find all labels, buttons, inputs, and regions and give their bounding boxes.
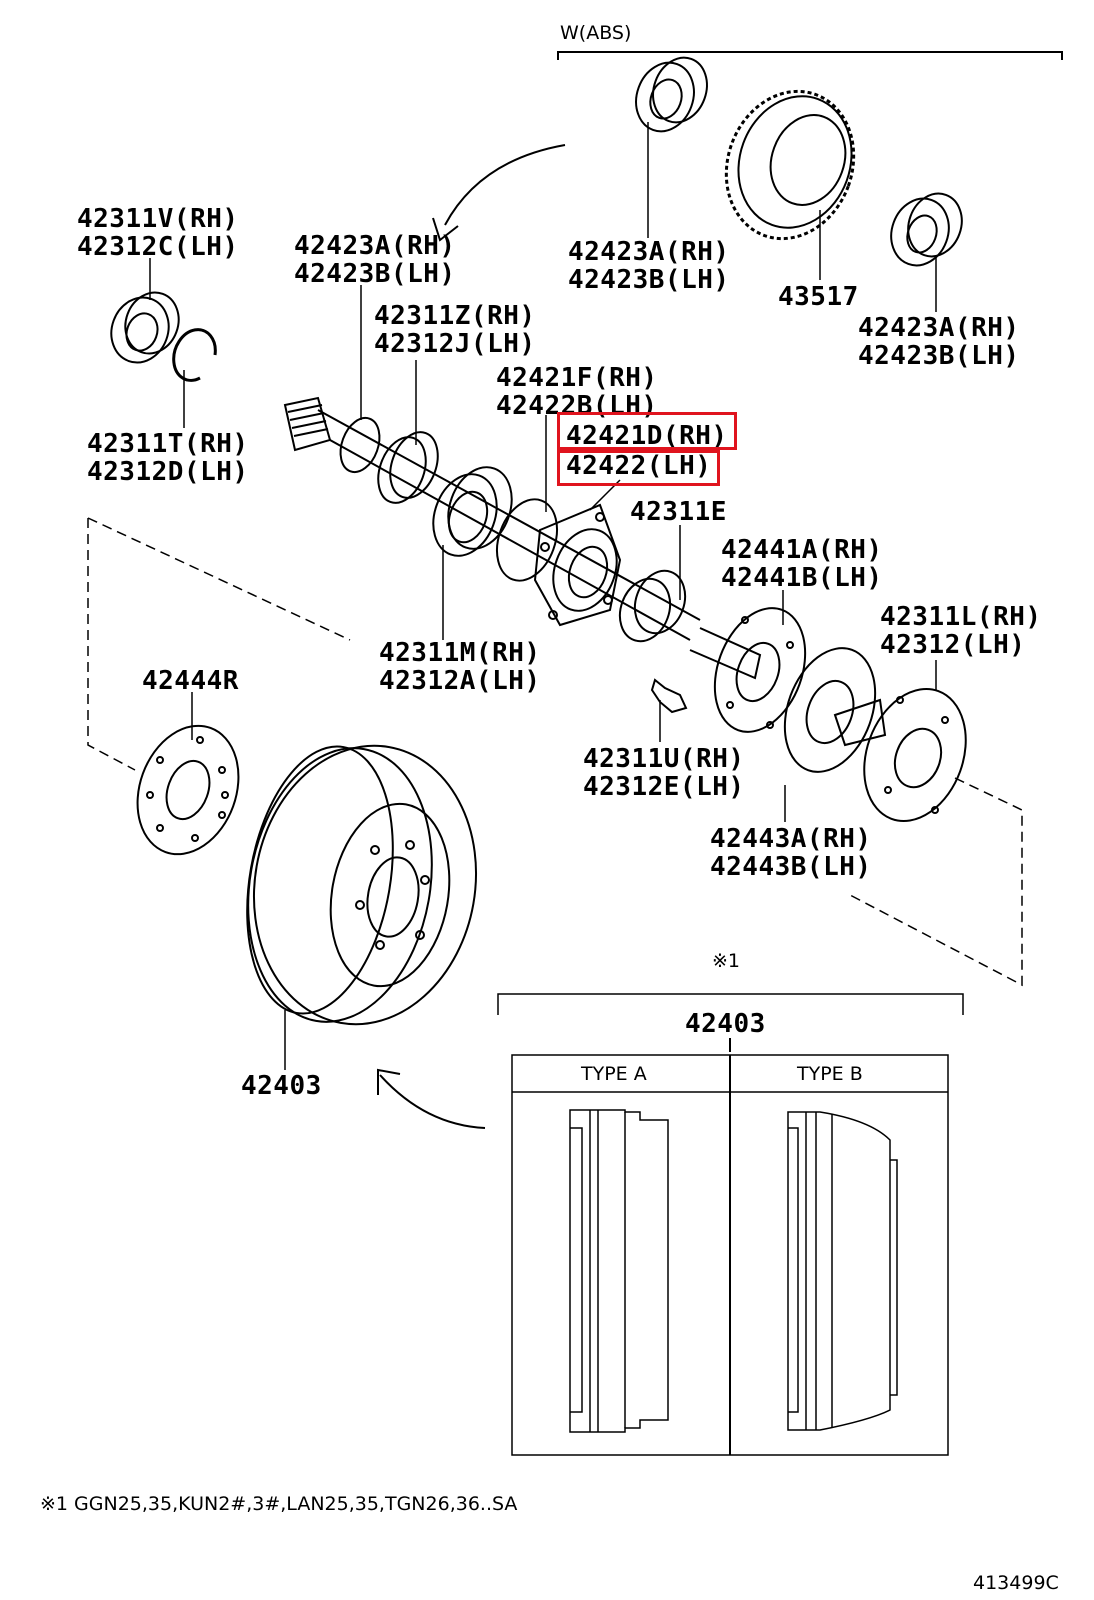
part-label-42311M-rh: 42311M(RH) <box>379 638 541 668</box>
part-label-42423A-left-rh: 42423A(RH) <box>294 231 456 261</box>
gasket-42443A <box>783 647 877 773</box>
part-label-42311Z-lh: 42312J(LH) <box>374 329 536 359</box>
oil-seal-abs-right <box>890 192 963 267</box>
part-label-42441A: 42441A(RH) 42441B(LH) <box>721 536 883 592</box>
part-label-42311L-lh: 42312(LH) <box>880 630 1026 660</box>
part-label-42423A-top-lh: 42423B(LH) <box>568 265 730 295</box>
part-label-42311T-lh: 42312D(LH) <box>87 457 249 487</box>
part-label-42311Z: 42311Z(RH) 42312J(LH) <box>374 302 536 358</box>
part-label-42421F-rh: 42421F(RH) <box>496 363 658 393</box>
hub-bolt-42311U <box>650 678 688 714</box>
part-label-42441A-lh: 42441B(LH) <box>721 563 883 593</box>
flange-42441A <box>713 607 807 733</box>
part-label-42423A-top-rh: 42423A(RH) <box>568 237 730 267</box>
oil-seal-abs-top <box>635 56 708 133</box>
o-ring-42421F <box>496 498 558 582</box>
part-label-43517: 43517 <box>778 282 859 312</box>
highlight-box-42421D <box>557 412 737 450</box>
part-label-42423A-right: 42423A(RH) 42423B(LH) <box>858 314 1020 370</box>
part-label-42421F: 42421F(RH) 42422B(LH) <box>496 364 658 420</box>
retainer-42311Z <box>377 431 439 504</box>
curved-arrow-top <box>432 144 566 242</box>
part-label-42311U: 42311U(RH) 42312E(LH) <box>583 745 745 801</box>
part-label-42311M: 42311M(RH) 42312A(LH) <box>379 639 541 695</box>
bearing-retainer-42421D <box>533 503 622 627</box>
part-label-42421D-rh: 42421D(RH) <box>566 421 728 451</box>
abs-rotor-43517 <box>724 89 856 241</box>
drum-profile-type-b <box>787 1111 898 1431</box>
bearing-42311M <box>432 466 513 557</box>
highlight-box-42422 <box>557 450 720 486</box>
part-label-42311Z-rh: 42311Z(RH) <box>374 301 536 331</box>
part-label-42423A-top: 42423A(RH) 42423B(LH) <box>568 238 730 294</box>
part-label-42311M-lh: 42312A(LH) <box>379 666 541 696</box>
part-label-42441A-rh: 42441A(RH) <box>721 535 883 565</box>
part-label-42311V-rh: 42311V(RH) <box>77 204 239 234</box>
oil-seal-42311V <box>110 291 180 364</box>
part-label-42423A-left-lh: 42423B(LH) <box>294 259 456 289</box>
part-label-42311U-rh: 42311U(RH) <box>583 744 745 774</box>
plate-42444R <box>136 724 240 856</box>
dashed-guides <box>87 517 1023 987</box>
oil-seal-on-shaft <box>339 416 381 474</box>
abs-bracket <box>557 51 1063 60</box>
snap-ring-42311T <box>172 328 217 382</box>
part-label-42423A-right-rh: 42423A(RH) <box>858 313 1020 343</box>
part-label-42443A-rh: 42443A(RH) <box>710 824 872 854</box>
spacer-42311E <box>618 569 687 643</box>
brake-drum-42403 <box>246 744 478 1026</box>
part-label-42421F-lh: 42422B(LH) <box>496 391 658 421</box>
part-label-42421D: 42421D(RH) 42422(LH) <box>566 422 728 480</box>
part-label-42423A-right-lh: 42423B(LH) <box>858 341 1020 371</box>
part-label-42403-box: 42403 <box>685 1009 766 1039</box>
part-label-42444R: 42444R <box>142 666 239 696</box>
abs-group-label: W(ABS) <box>560 22 632 44</box>
diagram-id: 413499C <box>973 1572 1059 1594</box>
curved-arrow-bottom <box>377 1068 486 1129</box>
type-a-header: TYPE A <box>581 1063 647 1085</box>
drum-profile-type-a <box>569 1109 669 1433</box>
leader-lines <box>149 122 937 1070</box>
footnote: ※1 GGN25,35,KUN2#,3#,LAN25,35,TGN26,36..… <box>40 1493 518 1515</box>
part-label-42311L-rh: 42311L(RH) <box>880 602 1042 632</box>
part-label-42311L: 42311L(RH) 42312(LH) <box>880 603 1042 659</box>
part-label-42423A-left: 42423A(RH) 42423B(LH) <box>294 232 456 288</box>
part-label-42443A-lh: 42443B(LH) <box>710 852 872 882</box>
part-label-42311V-lh: 42312C(LH) <box>77 232 239 262</box>
part-label-42311T: 42311T(RH) 42312D(LH) <box>87 430 249 486</box>
part-label-42311E: 42311E <box>630 497 727 527</box>
part-label-42403-drum: 42403 <box>241 1071 322 1101</box>
hub-42311L <box>833 688 967 822</box>
part-label-42421D-lh: 42422(LH) <box>566 451 712 481</box>
part-label-42311V: 42311V(RH) 42312C(LH) <box>77 205 239 261</box>
part-label-42311T-rh: 42311T(RH) <box>87 429 249 459</box>
type-box <box>497 993 964 1456</box>
type-b-header: TYPE B <box>797 1063 863 1085</box>
part-label-42443A: 42443A(RH) 42443B(LH) <box>710 825 872 881</box>
note-mark: ※1 <box>712 950 741 972</box>
part-label-42311U-lh: 42312E(LH) <box>583 772 745 802</box>
